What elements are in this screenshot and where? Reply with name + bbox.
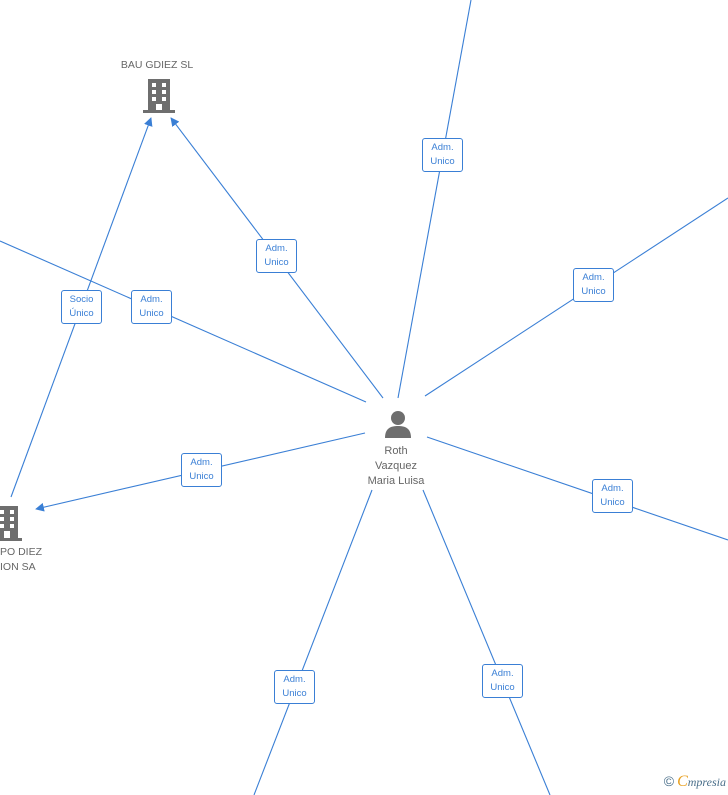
person-name-line-2: Vazquez: [375, 460, 417, 472]
building-icon: [143, 79, 175, 113]
edge-bottom-right: [422, 489, 551, 795]
edge-label-line-2: Unico: [490, 682, 515, 693]
brand-initial: C: [677, 773, 688, 790]
edge-label-upper-right[interactable]: Adm. Unico: [573, 268, 614, 302]
edge-bottom-left: [253, 489, 373, 795]
edge-label-top[interactable]: Adm. Unico: [422, 138, 463, 172]
edge-label-line-2: Unico: [264, 257, 289, 268]
edge-left-upper: [0, 240, 367, 403]
edge-label-to-grupo[interactable]: Adm. Unico: [181, 453, 222, 487]
edge-label-line-1: Adm.: [265, 243, 288, 254]
edge-label-right[interactable]: Adm. Unico: [592, 479, 633, 513]
person-name[interactable]: Roth Vazquez Maria Luisa: [346, 444, 446, 489]
edge-label-line-1: Adm.: [601, 483, 624, 494]
edge-label-line-2: Unico: [139, 308, 164, 319]
edge-label-line-2: Unico: [189, 471, 214, 482]
copyright-symbol: ©: [663, 773, 675, 789]
edge-label-line-1: Socio: [69, 294, 94, 305]
edge-label-line-1: Adm.: [190, 457, 213, 468]
person-name-line-3: Maria Luisa: [367, 475, 425, 487]
company-name-line-1: PO DIEZ: [0, 546, 43, 558]
empresia-watermark: © Cmpresia: [664, 773, 726, 791]
edge-label-line-2: Único: [69, 308, 94, 319]
person-name-line-1: Roth: [384, 445, 408, 457]
company-name-grupo-diez[interactable]: PO DIEZ ION SA: [0, 545, 42, 575]
edge-label-grupo-to-bau[interactable]: Socio Único: [61, 290, 102, 324]
edge-label-line-2: Unico: [282, 688, 307, 699]
company-name-line-2: ION SA: [0, 561, 36, 573]
edge-label-line-2: Unico: [600, 497, 625, 508]
building-icon: [0, 506, 22, 542]
edge-label-line-1: Adm.: [283, 674, 306, 685]
person-icon: [383, 409, 413, 439]
edge-label-bottom-left[interactable]: Adm. Unico: [274, 670, 315, 704]
edge-label-line-1: Adm.: [491, 668, 514, 679]
edge-label-line-2: Unico: [581, 286, 606, 297]
edge-label-line-2: Unico: [430, 156, 455, 167]
edge-label-line-1: Adm.: [582, 272, 605, 283]
edge-top: [397, 0, 472, 399]
edge-right: [426, 436, 728, 541]
edge-label-to-bau[interactable]: Adm. Unico: [256, 239, 297, 273]
edge-label-line-1: Adm.: [140, 294, 163, 305]
brand-name: mpresia: [687, 775, 726, 789]
edge-label-left-upper[interactable]: Adm. Unico: [131, 290, 172, 324]
company-name-bau-gdiez[interactable]: BAU GDIEZ SL: [120, 59, 194, 71]
edge-label-bottom-right[interactable]: Adm. Unico: [482, 664, 523, 698]
edge-label-line-1: Adm.: [431, 142, 454, 153]
